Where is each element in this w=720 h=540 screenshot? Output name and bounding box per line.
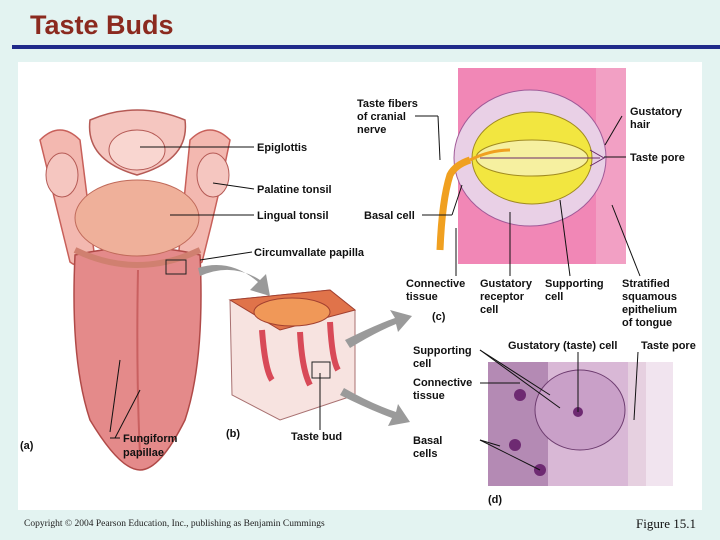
panel-label-b: (b) [226, 428, 240, 440]
tongue-illustration [39, 109, 231, 471]
label-taste-pore-d: Taste pore [641, 340, 696, 352]
label-gustatory-taste-cell: Gustatory (taste) cell [508, 340, 617, 352]
figure-number: Figure 15.1 [636, 516, 696, 531]
label-taste-pore-c: Taste pore [630, 152, 685, 164]
micrograph-image [488, 362, 673, 486]
label-fungiform-papillae: Fungiform papillae [123, 433, 180, 459]
arrow-b-to-c [345, 310, 412, 348]
label-supporting-cell-d: Supporting cell [413, 345, 475, 370]
slide-title: Taste Buds [30, 10, 174, 40]
leader-lines [109, 115, 641, 471]
label-connective-tissue-d: Connective tissue [413, 377, 475, 402]
label-palatine-tonsil: Palatine tonsil [257, 184, 332, 196]
panel-label-d: (d) [488, 494, 502, 506]
taste-bud-diagram [436, 68, 626, 264]
label-epiglottis: Epiglottis [257, 142, 307, 154]
label-connective-tissue-c: Connective tissue [406, 278, 468, 303]
panel-label-c: (c) [432, 311, 446, 323]
label-gustatory-receptor-cell: Gustatory receptor cell [480, 278, 535, 316]
label-supporting-cell-c: Supporting cell [545, 278, 607, 303]
label-circumvallate-papilla: Circumvallate papilla [254, 247, 365, 259]
label-gustatory-hair: Gustatory hair [630, 106, 685, 131]
label-stratified-epithelium: Stratified squamous epithelium of tongue [622, 278, 680, 329]
title-rule [12, 45, 720, 49]
label-taste-bud: Taste bud [291, 431, 342, 443]
label-lingual-tonsil: Lingual tonsil [257, 210, 329, 222]
panel-label-a: (a) [20, 440, 34, 452]
label-basal-cells: Basal cells [413, 435, 445, 460]
arrow-b-to-d [340, 388, 410, 426]
arrow-a-to-b [198, 265, 270, 296]
papilla-block-illustration [228, 289, 357, 421]
label-taste-fibers: Taste fibers of cranial nerve [357, 98, 421, 136]
label-basal-cell: Basal cell [364, 210, 415, 222]
copyright-notice: Copyright © 2004 Pearson Education, Inc.… [24, 519, 325, 529]
